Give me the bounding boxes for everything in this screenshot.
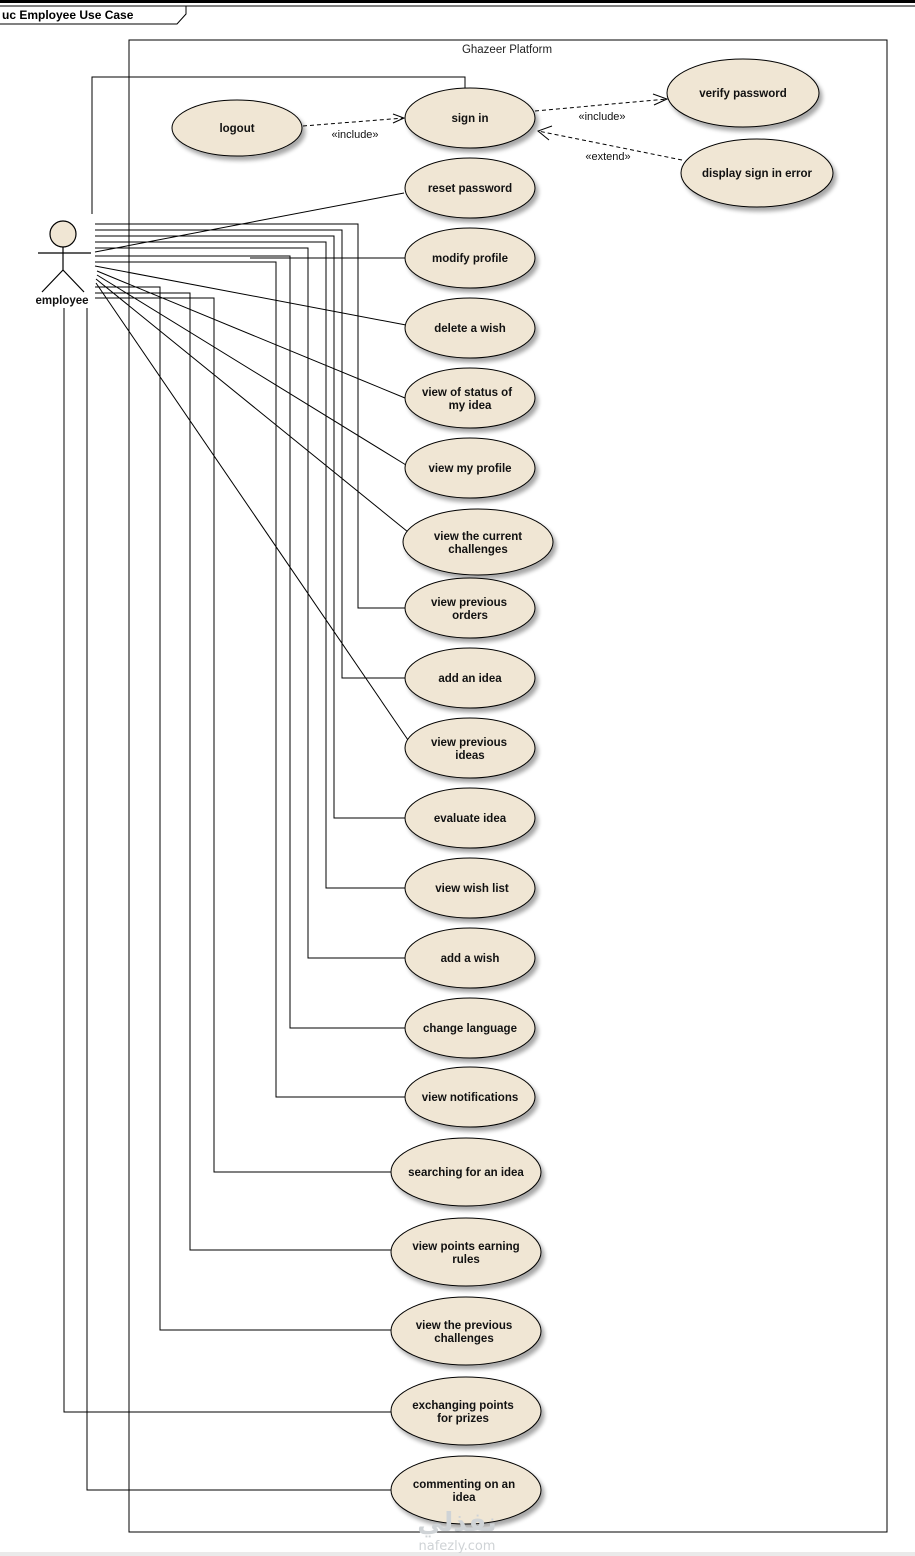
uc-view-notifications — [404, 1066, 536, 1128]
uc-verify-password — [666, 58, 820, 128]
assoc-delete-wish — [94, 265, 407, 326]
uc-logout-label: logout — [219, 123, 254, 135]
bottom-strip — [0, 1552, 915, 1556]
extend-label: «extend» — [585, 151, 630, 163]
uc-verify-password-label: verify password — [699, 88, 787, 100]
uc-exchanging-points-label-line1: exchanging points — [412, 1400, 514, 1412]
uc-view-my-profile — [404, 437, 536, 499]
uc-delete-wish — [404, 297, 536, 359]
extend-arrowhead — [536, 125, 553, 141]
uc-evaluate-idea — [404, 787, 536, 849]
extend-error-sign-in — [537, 130, 683, 161]
uc-previous-orders-label-line1: view previous — [431, 597, 507, 609]
uc-add-idea — [404, 647, 536, 709]
association-lines — [63, 76, 466, 1491]
uc-change-language — [404, 997, 536, 1059]
uc-display-sign-in-error — [680, 138, 834, 208]
assoc-sign-in — [91, 76, 466, 214]
assoc-view-notifications — [95, 261, 405, 1098]
assoc-points-rules — [95, 292, 392, 1251]
assoc-searching-idea — [95, 297, 392, 1173]
uc-reset-password — [404, 157, 536, 219]
uc-points-rules — [390, 1217, 542, 1287]
uc-searching-idea-label: searching for an idea — [408, 1167, 524, 1179]
actor-right-leg — [62, 269, 85, 293]
uc-add-wish-label: add a wish — [441, 953, 500, 965]
uc-commenting-label-line1: commenting on an — [413, 1479, 515, 1491]
actor-head — [49, 220, 77, 248]
assoc-add-idea — [95, 229, 405, 679]
uc-current-challenges-label-line2: challenges — [448, 544, 507, 556]
frame-title-tab — [0, 5, 187, 25]
assoc-previous-ideas — [95, 282, 409, 741]
assoc-evaluate-idea — [95, 235, 405, 819]
uc-points-rules-label-line2: rules — [452, 1254, 480, 1266]
uc-logout — [171, 99, 303, 157]
uc-view-notifications-label: view notifications — [422, 1092, 519, 1104]
uc-modify-profile-label: modify profile — [432, 253, 508, 265]
assoc-view-wish-list — [95, 241, 405, 889]
uc-exchanging-points-label-line2: for prizes — [437, 1413, 489, 1425]
assoc-commenting — [86, 308, 392, 1491]
assoc-previous-challenges — [95, 286, 392, 1331]
actor-employee — [38, 220, 91, 293]
uc-view-status-label-line2: my idea — [449, 400, 492, 412]
uc-previous-orders-label-line2: orders — [452, 610, 488, 622]
uc-modify-profile — [404, 227, 536, 289]
uc-commenting-label-line2: idea — [452, 1492, 476, 1504]
uc-add-idea-label: add an idea — [438, 673, 502, 685]
include-label-1: «include» — [331, 129, 378, 141]
include-label-2: «include» — [578, 111, 625, 123]
uc-add-wish — [404, 927, 536, 989]
dependency-arrows — [302, 93, 683, 161]
uc-searching-idea — [390, 1137, 542, 1207]
uc-view-status — [404, 367, 536, 429]
uc-view-wish-list-label: view wish list — [435, 883, 509, 895]
uc-previous-ideas-label-line2: ideas — [455, 750, 484, 762]
assoc-view-status — [96, 270, 406, 399]
assoc-current-challenges — [95, 278, 409, 533]
uc-reset-password-label: reset password — [428, 183, 512, 195]
uc-previous-challenges-label-line2: challenges — [434, 1333, 493, 1345]
uc-change-language-label: change language — [423, 1023, 517, 1035]
uc-previous-challenges-label-line1: view the previous — [416, 1320, 513, 1332]
watermark-logo: نفذلي — [417, 1508, 497, 1538]
include-logout-sign-in — [302, 117, 405, 127]
uc-commenting — [390, 1455, 542, 1525]
uc-previous-orders — [404, 577, 536, 639]
frame-title: uc Employee Use Case — [2, 8, 134, 22]
include-arrowhead-1 — [392, 113, 406, 124]
assoc-exchanging-points — [63, 308, 392, 1413]
assoc-previous-orders — [95, 223, 406, 609]
uc-current-challenges — [402, 508, 554, 576]
uc-view-status-label-line1: view of status of — [422, 387, 512, 399]
actor-label: employee — [35, 295, 88, 307]
uc-evaluate-idea-label: evaluate idea — [434, 813, 507, 825]
include-sign-in-verify — [534, 98, 668, 112]
system-boundary-title: Ghazeer Platform — [462, 44, 552, 56]
assoc-add-wish — [95, 247, 405, 959]
top-border — [0, 0, 915, 3]
uc-previous-ideas — [404, 717, 536, 779]
uc-current-challenges-label-line1: view the current — [434, 531, 522, 543]
uc-previous-ideas-label-line1: view previous — [431, 737, 507, 749]
uc-points-rules-label-line1: view points earning — [412, 1241, 519, 1253]
assoc-view-my-profile — [96, 274, 407, 466]
assoc-change-language — [95, 255, 405, 1029]
use-case-labels: logout sign in verify password display s… — [219, 88, 812, 1504]
include-arrowhead-2 — [652, 93, 669, 106]
uc-delete-wish-label: delete a wish — [434, 323, 506, 335]
uc-previous-challenges — [390, 1296, 542, 1366]
uc-sign-in-label: sign in — [451, 113, 488, 125]
use-case-ellipses — [171, 58, 834, 1525]
uc-view-my-profile-label: view my profile — [428, 463, 511, 475]
watermark-url: nafezly.com — [419, 1539, 496, 1554]
uc-exchanging-points — [390, 1376, 542, 1446]
uc-sign-in — [404, 87, 536, 149]
actor-left-leg — [41, 269, 64, 293]
uc-display-sign-in-error-label: display sign in error — [702, 168, 812, 180]
system-boundary — [128, 39, 888, 1533]
uc-view-wish-list — [404, 857, 536, 919]
